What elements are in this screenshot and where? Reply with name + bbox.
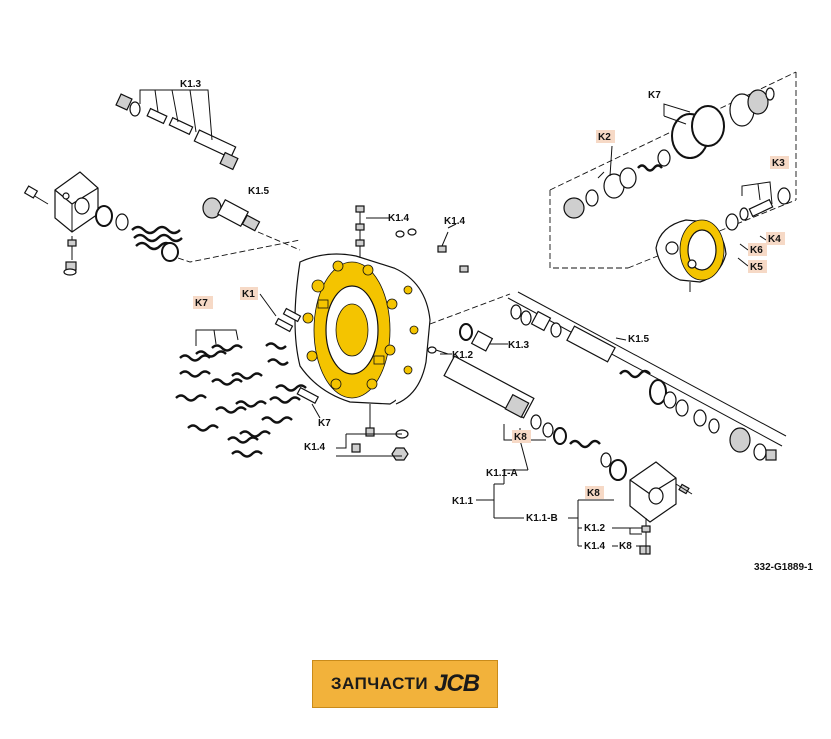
k1-3-spool-assembly <box>115 89 239 171</box>
k1-1-main-spool <box>443 355 627 481</box>
label-k1-3-top[interactable]: K1.3 <box>180 79 202 90</box>
label-k1-1[interactable]: K1.1 <box>452 496 474 507</box>
label-k1-4-a[interactable]: K1.4 <box>388 213 410 224</box>
label-k7-highlight[interactable]: K7 <box>195 298 208 309</box>
label-k7-top[interactable]: K7 <box>648 90 661 101</box>
main-housing <box>294 253 431 405</box>
part-labels: K1.3 K1.5 K1.4 K1.4 K1 K7 K1.2 K1.3 K1.5… <box>180 79 813 573</box>
label-bg-k7 <box>193 296 213 309</box>
label-k3[interactable]: K3 <box>772 158 785 169</box>
label-bg-k8-b <box>585 486 604 499</box>
label-bg-k4 <box>766 232 785 245</box>
brand-logo[interactable]: ЗАПЧАСТИ JCB <box>312 660 498 708</box>
label-k1-5-right[interactable]: K1.5 <box>628 334 650 345</box>
right-spool-line <box>427 291 787 461</box>
label-k5[interactable]: K5 <box>750 262 763 273</box>
k1-5-left-cartridge <box>202 197 301 251</box>
label-k1-4-c[interactable]: K1.4 <box>304 442 326 453</box>
label-k1-4-b[interactable]: K1.4 <box>444 216 466 227</box>
left-flange-cover <box>23 171 129 276</box>
label-bg-k3 <box>770 156 789 169</box>
label-k8-a[interactable]: K8 <box>514 432 527 443</box>
brand-text-left: ЗАПЧАСТИ <box>330 674 429 693</box>
label-k8-b[interactable]: K8 <box>587 488 600 499</box>
motor-inset <box>549 71 797 292</box>
left-spring-set <box>131 225 301 263</box>
label-k1-1-b[interactable]: K1.1-B <box>526 513 558 524</box>
k1-1-leader-tree <box>476 439 647 554</box>
label-k1-3-mid[interactable]: K1.3 <box>508 340 530 351</box>
label-k4[interactable]: K4 <box>768 234 781 245</box>
right-flange-cover <box>629 461 693 555</box>
housing-pins <box>274 307 320 405</box>
label-k8-c[interactable]: K8 <box>619 541 632 552</box>
label-k1-4-d[interactable]: K1.4 <box>584 541 606 552</box>
label-bg-k6 <box>748 243 767 256</box>
leader-lines <box>259 217 767 419</box>
label-k1-2-low[interactable]: K1.2 <box>584 523 606 534</box>
label-k7-pin[interactable]: K7 <box>318 418 331 429</box>
label-k1-1-a[interactable]: K1.1-A <box>486 468 518 479</box>
brand-text-right: JCB <box>434 670 480 697</box>
label-k2[interactable]: K2 <box>598 132 611 143</box>
label-bg-k1 <box>240 287 258 300</box>
label-k6[interactable]: K6 <box>750 245 763 256</box>
label-bg-k8-a <box>512 430 531 443</box>
label-k1-5-left[interactable]: K1.5 <box>248 186 270 197</box>
k7-spring-cluster <box>175 329 307 458</box>
label-bg-k5 <box>748 260 767 273</box>
label-k1-2-mid[interactable]: K1.2 <box>452 350 474 361</box>
label-k1[interactable]: K1 <box>242 289 255 300</box>
label-bg-k2 <box>596 130 615 143</box>
bottom-fittings-k1-4 <box>336 404 409 461</box>
drawing-reference: 332-G1889-1 <box>754 562 813 573</box>
